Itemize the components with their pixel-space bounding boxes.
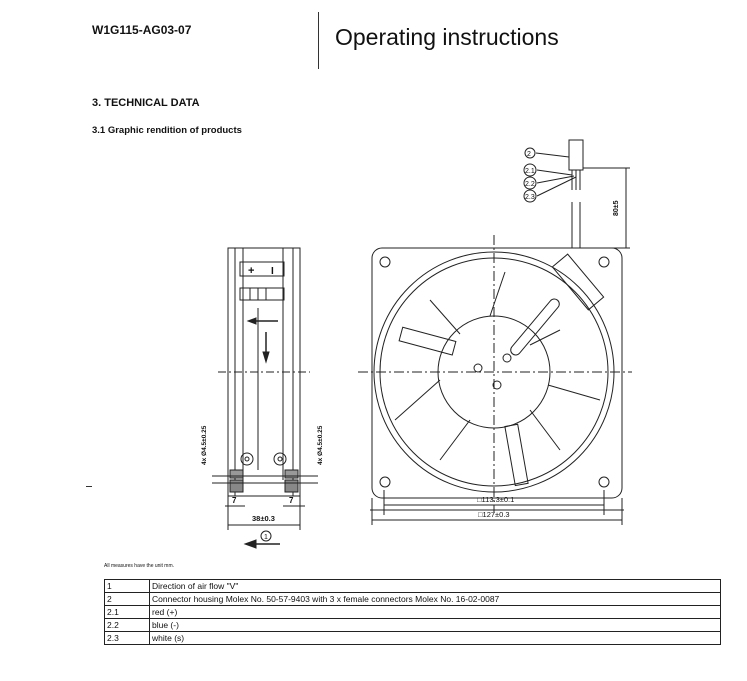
callout-2-1: 2.1	[525, 168, 535, 175]
dimension-7-right: 7	[289, 496, 294, 505]
front-view: □113.3±0.1 □127±0.3 80±5 2 2.1 2.2 2.3	[358, 139, 632, 525]
dimension-7-left: 7	[232, 496, 237, 505]
fan-blades	[394, 271, 601, 487]
cable-length-dimension: 80±5	[613, 200, 620, 216]
mounting-holes	[379, 256, 610, 488]
row-desc: Connector housing Molex No. 50-57-9403 w…	[149, 592, 721, 606]
row-id: 2	[104, 592, 150, 606]
outer-dimension: □127±0.3	[478, 510, 510, 519]
minus-terminal-label: I	[271, 266, 274, 277]
plus-terminal-label: +	[248, 265, 254, 277]
row-desc: white (s)	[149, 631, 721, 645]
units-note: All measures have the unit mm.	[104, 563, 175, 569]
section-heading: 3. TECHNICAL DATA	[92, 97, 200, 109]
row-desc: red (+)	[149, 605, 721, 619]
inner-dimension: □113.3±0.1	[477, 495, 514, 504]
airflow-callout: 1	[264, 534, 268, 541]
row-id: 1	[104, 579, 150, 593]
callout-2-3: 2.3	[525, 194, 535, 201]
row-id: 2.2	[104, 618, 150, 632]
row-desc: Direction of air flow "V"	[149, 579, 721, 593]
row-id: 2.1	[104, 605, 150, 619]
callout-2: 2	[527, 151, 531, 158]
side-view: + I 4x Ø4.5±0.25 4x Ø4.5±0.25 7 7 38±0.3…	[201, 247, 324, 549]
header-divider	[318, 12, 319, 69]
callout-2-2: 2.2	[525, 181, 535, 188]
depth-dimension: 38±0.3	[252, 514, 275, 523]
row-desc: blue (-)	[149, 618, 721, 632]
hole-dimension-left: 4x Ø4.5±0.25	[201, 425, 208, 465]
subsection-heading: 3.1 Graphic rendition of products	[92, 125, 242, 136]
page-title: Operating instructions	[335, 24, 559, 50]
hole-dimension-right: 4x Ø4.5±0.25	[317, 425, 324, 465]
margin-mark	[86, 486, 92, 487]
document-id: W1G115-AG03-07	[92, 23, 192, 37]
row-id: 2.3	[104, 631, 150, 645]
